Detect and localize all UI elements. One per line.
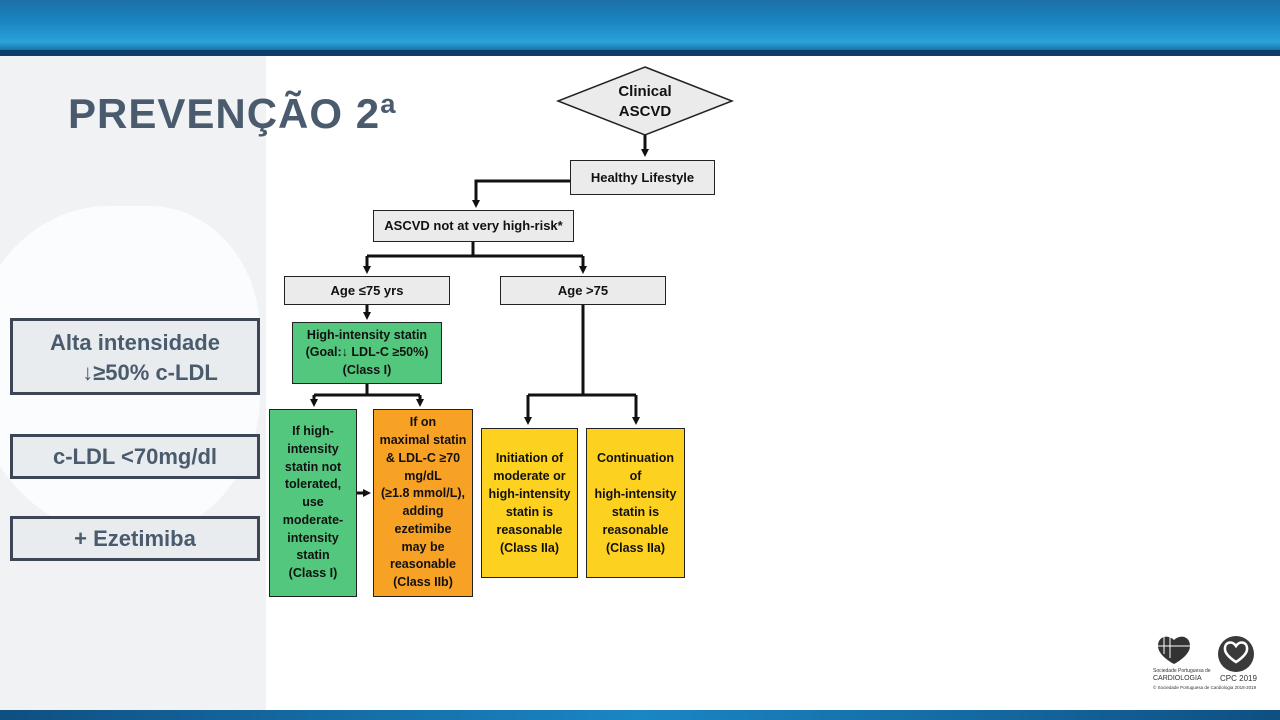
ezetimibe-line: adding	[402, 504, 444, 518]
not-tolerated-line: tolerated,	[284, 477, 342, 492]
risk-text: ASCVD not at very high-risk*	[384, 218, 563, 234]
spc-small-text: Sociedade Portuguesa de	[1153, 668, 1211, 674]
footer-copyright: © Sociedade Portuguesa de Cardiologia 20…	[1153, 685, 1257, 690]
continuation-line: (Class IIa)	[605, 541, 666, 556]
high-statin-line: (Class I)	[342, 362, 392, 377]
not-tolerated-line: If high-	[292, 424, 334, 439]
initiation-line: Initiation of	[495, 450, 564, 465]
continuation-line: of	[629, 468, 642, 483]
ezetimibe-line: (≥1.8 mmol/L),	[381, 486, 465, 501]
initiation-line: high-intensity	[488, 486, 571, 501]
top-banner	[0, 0, 1280, 56]
initiation-line: (Class IIa)	[499, 541, 560, 556]
continuation-line: reasonable	[602, 523, 669, 538]
cpc-text: CPC 2019	[1220, 674, 1257, 683]
ezetimibe-line: mg/dL	[404, 468, 442, 483]
logo-graphics	[1158, 636, 1254, 672]
age-young-text: Age ≤75 yrs	[330, 282, 404, 298]
slide-title: PREVENÇÃO 2ª	[68, 90, 397, 137]
ezetimibe-line: maximal statin	[379, 433, 467, 447]
high-statin-line: High-intensity statin	[306, 327, 428, 342]
cpc-heart-icon	[1218, 636, 1254, 672]
note-high-intensity-line2: ↓≥50% c-LDL	[82, 360, 218, 385]
ezetimibe-line: ezetimibe	[394, 521, 452, 536]
initiation-line: reasonable	[496, 523, 563, 538]
ezetimibe-line: If on	[409, 415, 437, 430]
continuation-line: high-intensity	[594, 486, 677, 501]
age-old-box: Age >75	[500, 276, 666, 305]
not-tolerated-line: moderate-	[282, 512, 344, 527]
not-tolerated-line: statin not	[284, 459, 342, 474]
banner-stripe	[0, 50, 1280, 56]
start-label-line2: ASCVD	[618, 102, 672, 120]
ezetimibe-line: reasonable	[389, 557, 456, 572]
ezetimibe-line: (Class IIb)	[393, 575, 453, 589]
not-tolerated-line: statin	[296, 548, 330, 563]
initiation-line: moderate or	[493, 468, 566, 483]
continuation-line: Continuation	[596, 450, 675, 465]
footer-logos: Sociedade Portuguesa de CARDIOLOGIA CPC …	[1150, 632, 1260, 696]
note-ezetimibe: + Ezetimiba	[10, 516, 260, 561]
spc-name-text: CARDIOLOGIA	[1153, 675, 1202, 682]
start-label-line1: Clinical	[618, 83, 672, 100]
note-high-intensity-line1: Alta intensidade	[50, 330, 220, 355]
ezetimibe-line: may be	[401, 539, 445, 554]
spc-heart-icon	[1158, 636, 1190, 664]
continuation-line: statin is	[611, 505, 660, 519]
initiation-box: Initiation of moderate or high-intensity…	[481, 428, 578, 578]
not-tolerated-line: intensity	[287, 441, 339, 456]
age-old-text: Age >75	[557, 282, 609, 298]
continuation-box: Continuation of high-intensity statin is…	[586, 428, 685, 578]
high-intensity-statin-box: High-intensity statin (Goal:↓ LDL-C ≥50%…	[292, 322, 442, 384]
note-ldl-target: c-LDL <70mg/dl	[10, 434, 260, 479]
healthy-lifestyle-text: Healthy Lifestyle	[590, 169, 695, 185]
start-node-label: Clinical ASCVD	[590, 82, 700, 121]
risk-box: ASCVD not at very high-risk*	[373, 210, 574, 242]
note-high-intensity: Alta intensidade ↓≥50% c-LDL	[10, 318, 260, 395]
ezetimibe-box: If on maximal statin & LDL-C ≥70 mg/dL (…	[373, 409, 473, 597]
not-tolerated-line: intensity	[287, 530, 339, 545]
note-ezetimibe-text: + Ezetimiba	[74, 526, 196, 551]
not-tolerated-box: If high- intensity statin not tolerated,…	[269, 409, 357, 597]
not-tolerated-line: use	[302, 495, 324, 510]
healthy-lifestyle-box: Healthy Lifestyle	[570, 160, 715, 195]
high-statin-line: (Goal:↓ LDL-C ≥50%)	[305, 345, 429, 360]
initiation-line: statin is	[505, 505, 554, 519]
bottom-bar	[0, 710, 1280, 720]
note-ldl-target-text: c-LDL <70mg/dl	[52, 444, 218, 469]
age-young-box: Age ≤75 yrs	[284, 276, 450, 305]
ezetimibe-line: & LDL-C ≥70	[385, 450, 461, 465]
not-tolerated-line: (Class I)	[288, 566, 338, 581]
